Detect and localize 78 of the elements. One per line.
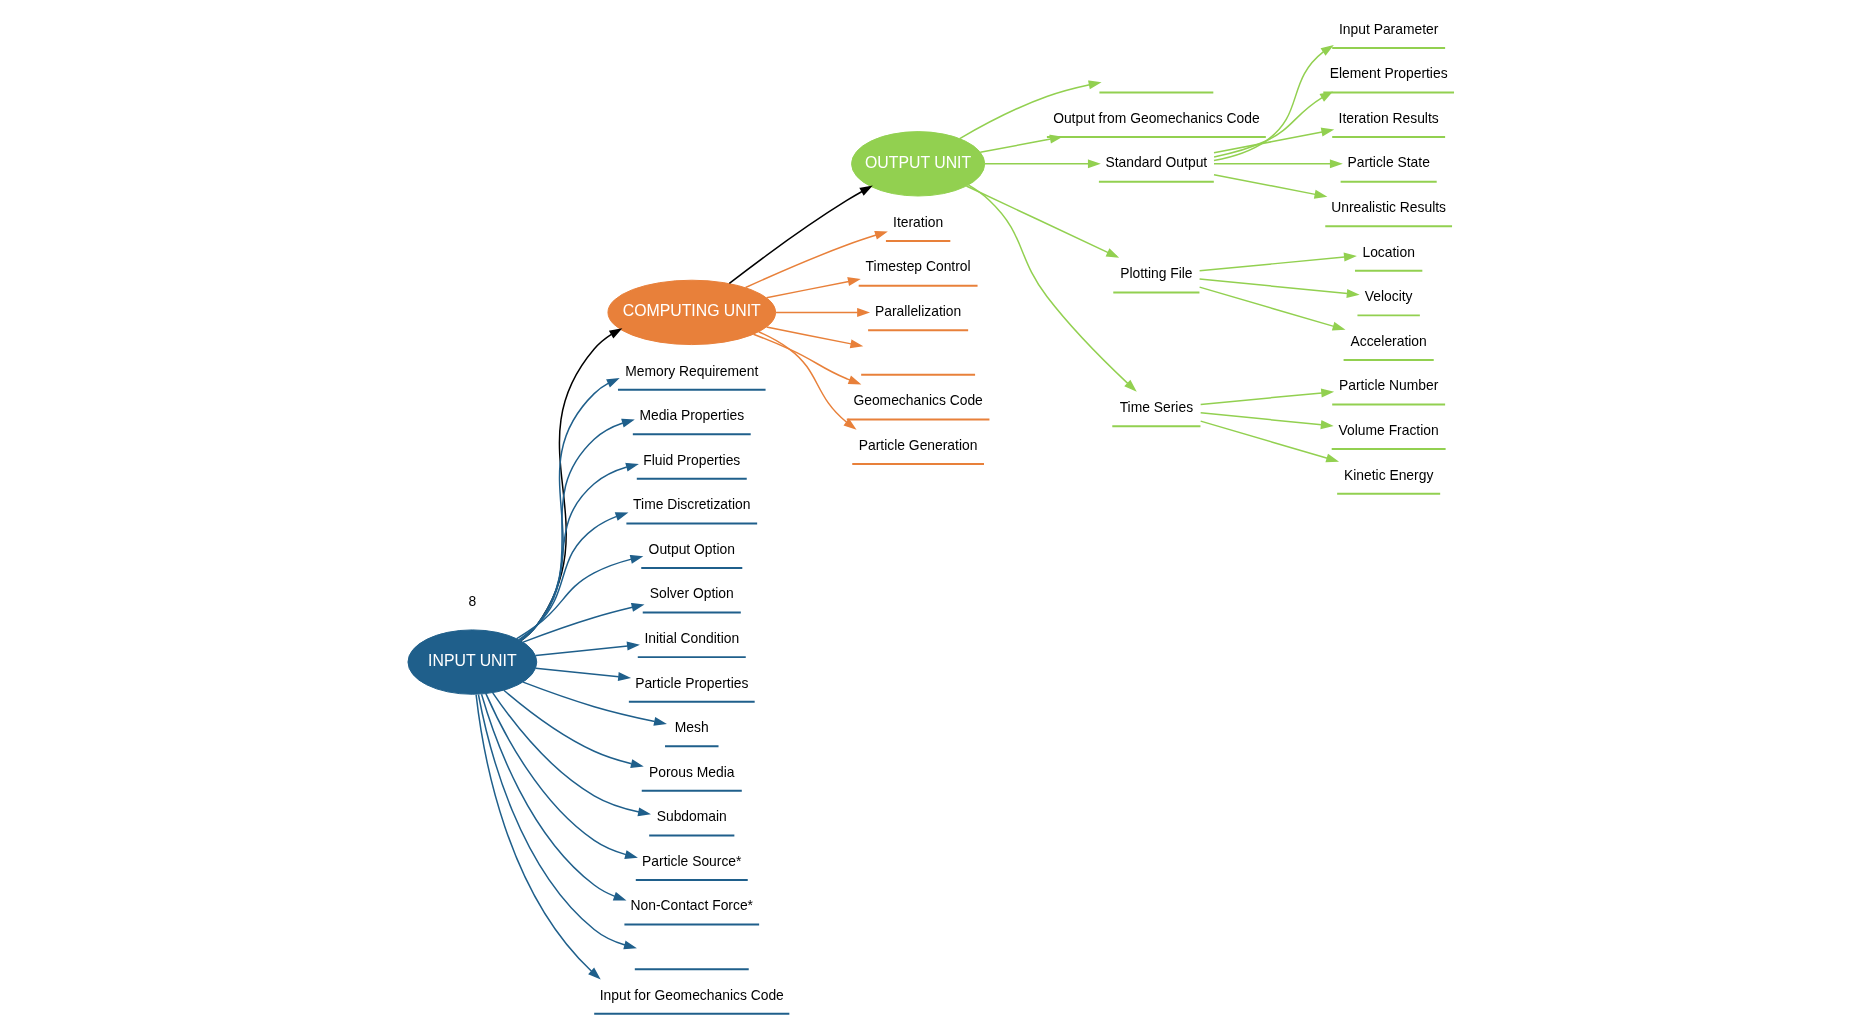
node-text: Acceleration xyxy=(1350,332,1427,349)
node-text: Kinetic Energy xyxy=(1343,466,1434,483)
node-text: Geomechanics Code xyxy=(853,392,983,409)
arrow xyxy=(503,689,644,769)
node-text: Mesh xyxy=(674,719,709,736)
arrow xyxy=(534,667,632,682)
arrow xyxy=(1198,286,1346,331)
arrow xyxy=(765,277,861,299)
node-text: Input for Geomechanics Code xyxy=(599,986,784,1003)
arrow xyxy=(475,693,601,980)
node-text: Parallelization xyxy=(874,303,962,320)
arrow xyxy=(520,328,623,642)
node-text: Time Discretization xyxy=(633,496,751,513)
arrow xyxy=(728,185,873,285)
node-text: Output Option xyxy=(648,540,735,557)
arrow xyxy=(516,554,644,640)
arrow xyxy=(979,134,1063,153)
node-ellipse: INPUT UNIT xyxy=(407,629,538,695)
arrow xyxy=(959,80,1102,140)
arrow xyxy=(480,693,627,901)
arrow xyxy=(765,326,864,349)
arrow xyxy=(983,159,1101,169)
arrow xyxy=(522,603,645,643)
arrow xyxy=(1213,44,1334,162)
arrow xyxy=(492,692,651,817)
node-text: Output from Geomechanics Code xyxy=(1053,109,1260,126)
arrow xyxy=(1199,420,1340,463)
arrow xyxy=(1198,278,1360,298)
node-text: Location xyxy=(1362,243,1415,260)
node-text: Particle Source* xyxy=(642,852,742,869)
arrow xyxy=(519,418,635,642)
arrow xyxy=(1213,127,1335,154)
node-text: Standard Output xyxy=(1105,154,1208,171)
node-text: Solver Option xyxy=(649,585,734,602)
arrow xyxy=(967,184,1137,392)
node-text: Particle State xyxy=(1347,154,1430,171)
node-text: Porous Media xyxy=(649,763,735,780)
node-text: Unrealistic Results xyxy=(1331,199,1447,216)
node-text: Particle Properties xyxy=(635,674,749,691)
arrow xyxy=(1213,159,1343,169)
node-text: Volume Fraction xyxy=(1338,421,1439,438)
arrow xyxy=(485,692,638,859)
arrow xyxy=(534,641,640,657)
node-text: Timestep Control xyxy=(865,258,971,275)
node-text: Initial Condition xyxy=(644,629,740,646)
node-text: Velocity xyxy=(1364,288,1413,305)
arrow xyxy=(477,693,637,950)
node-text: Element Properties xyxy=(1329,65,1448,82)
node-text: Plotting File xyxy=(1120,265,1193,282)
node-text: Time Series xyxy=(1119,399,1194,416)
arrow xyxy=(744,230,888,289)
arrow xyxy=(965,185,1120,258)
node-bar xyxy=(860,373,977,376)
node-text: Iteration Results xyxy=(1338,109,1439,126)
arrow xyxy=(1199,388,1335,406)
arrow xyxy=(752,333,862,385)
arrow xyxy=(520,378,620,642)
arrow xyxy=(774,307,871,317)
node-text: Fluid Properties xyxy=(643,451,741,468)
node-text: Particle Generation xyxy=(858,436,978,453)
arrow xyxy=(518,512,629,641)
node-bar xyxy=(1098,91,1215,94)
node-text: Input Parameter xyxy=(1338,20,1439,37)
arrow xyxy=(522,681,667,726)
arrow xyxy=(757,331,857,430)
arrow xyxy=(1199,412,1334,430)
node-text: Media Properties xyxy=(639,407,745,424)
node-text: Subdomain xyxy=(656,808,727,825)
arrow xyxy=(1213,91,1333,158)
arrow xyxy=(1213,174,1328,199)
node-text: Iteration xyxy=(893,213,944,230)
arrow xyxy=(1198,252,1357,272)
label: 8 xyxy=(468,593,477,610)
arrow xyxy=(519,462,639,641)
node-text: Particle Number xyxy=(1338,377,1439,394)
node-text: Non-Contact Force* xyxy=(630,897,754,914)
node-text: Memory Requirement xyxy=(625,362,759,379)
node-bar xyxy=(633,968,750,971)
